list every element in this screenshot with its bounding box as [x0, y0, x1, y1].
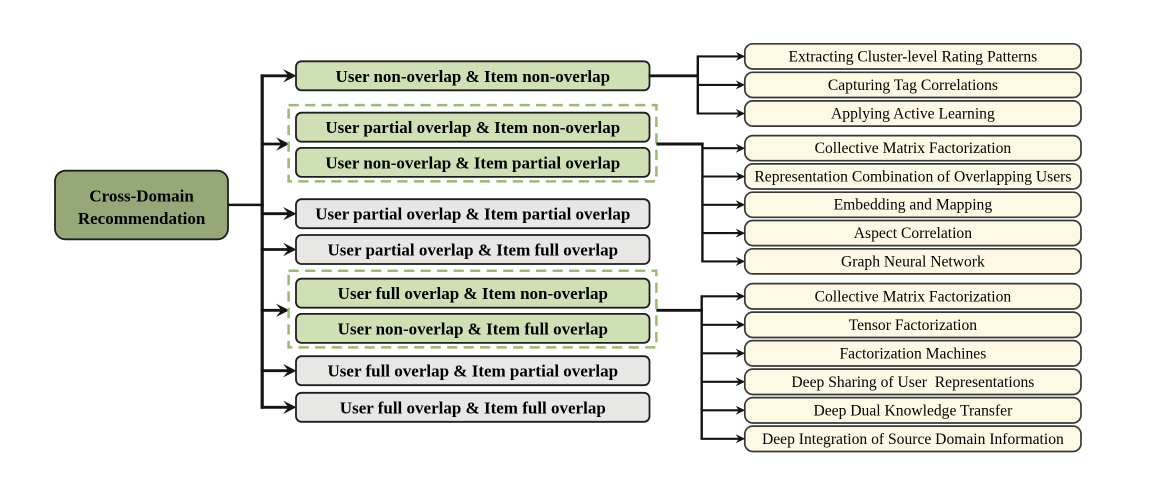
svg-text:Deep Integration of Source Dom: Deep Integration of Source Domain Inform…: [762, 431, 1064, 448]
svg-text:Representation Combination of: Representation Combination of Overlappin…: [754, 169, 1071, 186]
svg-text:Deep Sharing of User Represen: Deep Sharing of User Representations: [791, 374, 1034, 391]
svg-text:User non-overlap & Item partia: User non-overlap & Item partial overlap: [325, 153, 620, 172]
svg-text:Capturing Tag Correlations: Capturing Tag Correlations: [828, 77, 998, 94]
svg-text:Deep Dual Knowledge Transfer: Deep Dual Knowledge Transfer: [814, 402, 1014, 419]
svg-text:User non-overlap & Item non-ov: User non-overlap & Item non-overlap: [336, 67, 611, 86]
svg-text:Cross-Domain: Cross-Domain: [89, 186, 194, 205]
svg-text:Embedding and Mapping: Embedding and Mapping: [834, 197, 993, 214]
svg-text:User full overlap & Item non-o: User full overlap & Item non-overlap: [338, 284, 608, 303]
svg-text:User partial overlap & Item fu: User partial overlap & Item full overlap: [328, 241, 619, 260]
svg-text:Factorization Machines: Factorization Machines: [840, 345, 987, 362]
svg-text:Extracting Cluster-level Ratin: Extracting Cluster-level Rating Patterns: [789, 48, 1038, 65]
svg-text:Collective Matrix Factorizatio: Collective Matrix Factorization: [815, 288, 1012, 305]
svg-text:User full overlap & Item full: User full overlap & Item full overlap: [340, 398, 606, 417]
svg-text:User partial overlap & Item no: User partial overlap & Item non-overlap: [325, 118, 620, 137]
svg-text:User non-overlap & Item full o: User non-overlap & Item full overlap: [338, 319, 608, 338]
svg-text:Collective Matrix Factorizatio: Collective Matrix Factorization: [815, 140, 1012, 157]
svg-text:Aspect Correlation: Aspect Correlation: [854, 225, 972, 242]
svg-text:Applying Active Learning: Applying Active Learning: [831, 106, 995, 123]
svg-text:User full overlap & Item parti: User full overlap & Item partial overlap: [328, 362, 619, 381]
svg-text:Recommendation: Recommendation: [78, 209, 206, 228]
svg-text:Graph Neural Network: Graph Neural Network: [841, 253, 985, 270]
svg-text:Tensor Factorization: Tensor Factorization: [849, 317, 978, 334]
svg-text:User partial overlap & Item pa: User partial overlap & Item partial over…: [315, 205, 630, 224]
